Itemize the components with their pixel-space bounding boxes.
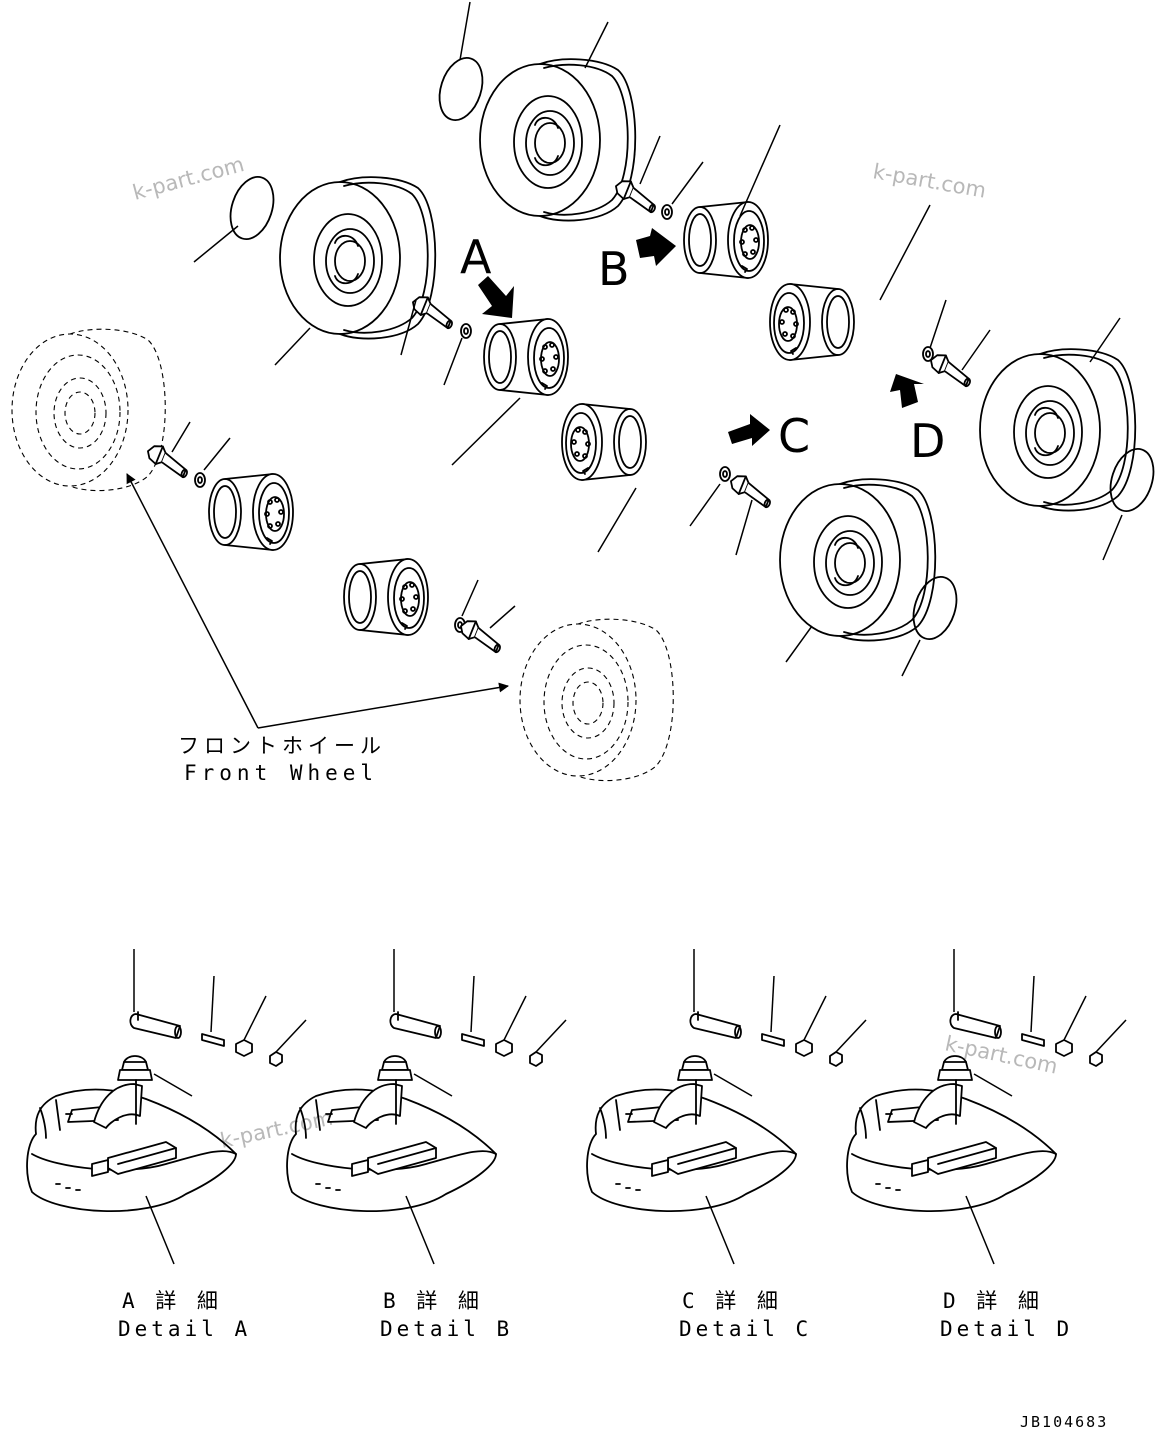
rim [769,283,855,361]
detail-d-view [846,948,1127,1265]
rim [343,558,429,636]
detail-b-label-en: Detail B [380,1317,513,1341]
tire [979,348,1137,512]
tire [479,58,637,222]
detail-a-view [26,948,307,1265]
callout-c: C [778,409,810,463]
arrow-c [728,414,770,446]
tire [779,478,937,642]
bolt [925,350,977,388]
arrow-d [890,374,924,408]
watermark: k-part.com [871,159,988,202]
detail-b-label-jp: B 詳 細 [383,1289,483,1313]
lock-ring [905,570,965,646]
front-tire [11,328,166,492]
bolt [610,176,662,214]
detail-a-label-jp: A 詳 細 [122,1289,222,1313]
detail-c-label-jp: C 詳 細 [682,1289,782,1313]
detail-d-label-en: Detail D [940,1317,1073,1341]
lock-ring [1102,442,1162,518]
washer [460,323,472,339]
rim [561,403,647,481]
callout-a: A [460,230,492,284]
front-tire [519,618,674,782]
lock-ring [222,170,282,246]
washer [194,472,206,488]
rim [683,201,769,279]
callout-d: D [910,414,945,468]
front-wheel-label-jp: フロントホイール [178,734,386,758]
bolt [407,292,459,330]
rim [208,473,294,551]
rim [483,318,569,396]
washer [661,204,673,220]
front-wheel-label-en: Front Wheel [184,761,378,785]
washer [719,466,731,482]
arrow-b [636,228,676,266]
callout-b: B [598,242,630,296]
watermark: k-part.com [130,152,247,205]
detail-a-label-en: Detail A [118,1317,251,1341]
lock-ring [431,51,491,127]
drawing-code: JB104683 [1020,1413,1108,1431]
detail-d-label-jp: D 詳 細 [943,1289,1043,1313]
detail-c-view [586,948,867,1265]
detail-c-label-en: Detail C [679,1317,812,1341]
arrow-a [478,276,514,318]
